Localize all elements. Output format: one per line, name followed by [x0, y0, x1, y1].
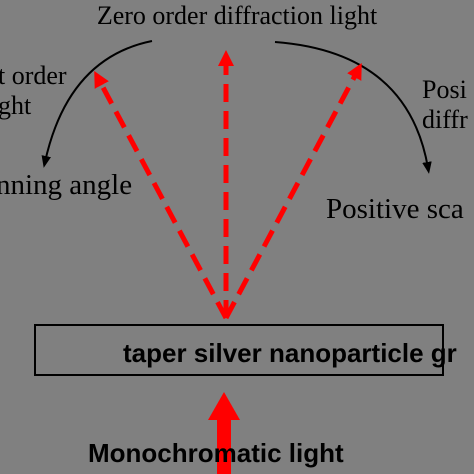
- positive-diffraction-label-line2: diffr: [422, 105, 468, 134]
- zero-order-label: Zero order diffraction light: [97, 1, 378, 30]
- incident-beam-shaft: [217, 418, 231, 474]
- grating-box: [34, 324, 444, 376]
- positive-scan-angle-label: Positive sca: [326, 193, 464, 225]
- left-first-order-beam: [94, 70, 229, 320]
- left-scan-arc: [41, 40, 153, 168]
- negative-scan-angle-label: nning angle: [0, 169, 132, 201]
- first-order-label-line2: ght: [0, 91, 32, 120]
- right-first-order-beam: [223, 62, 362, 320]
- source-label: Monochromatic light: [88, 438, 344, 468]
- right-scan-arc: [274, 41, 432, 174]
- positive-diffraction-label-line1: Posi: [422, 75, 467, 104]
- grating-label: taper silver nanoparticle gr: [123, 338, 457, 368]
- incident-beam-head: [208, 392, 240, 420]
- first-order-label-line1: t order: [0, 61, 67, 90]
